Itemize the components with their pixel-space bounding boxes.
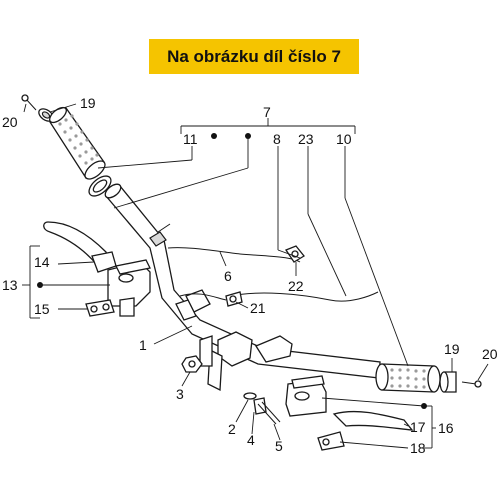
part-19-end-cap-right: [439, 371, 457, 393]
label-1: 1: [139, 337, 147, 353]
label-19-left: 19: [80, 95, 96, 111]
part-2-washer: [243, 392, 257, 400]
label-17: 17: [410, 419, 426, 435]
label-23: 23: [298, 131, 314, 147]
label-19-right: 19: [444, 341, 460, 357]
label-18: 18: [410, 440, 426, 456]
label-8: 8: [273, 131, 281, 147]
label-16: 16: [438, 420, 454, 436]
label-11: 11: [183, 131, 198, 147]
label-13: 13: [2, 277, 18, 293]
part-washer-left: [88, 175, 112, 197]
label-15: 15: [34, 301, 50, 317]
label-10: 10: [336, 131, 352, 147]
part-3-nut: [181, 355, 203, 373]
part-19-end-cap-left: [38, 108, 54, 122]
part-17-right-lever: [332, 410, 414, 431]
highlight-banner: Na obrázku díl číslo 7: [149, 39, 359, 74]
part-16-brake-pump-right: [285, 375, 327, 417]
label-4: 4: [247, 432, 255, 448]
part-20-screw-right: [461, 380, 482, 388]
label-20-right: 20: [482, 346, 498, 362]
label-21: 21: [250, 300, 266, 316]
leader-lines: [22, 103, 489, 449]
part-number-labels: 20 19 7 11 8 23 10 14 13 15 6 22 21 1 3 …: [2, 95, 498, 456]
label-22: 22: [288, 278, 304, 294]
part-18-clamp-right: [317, 431, 345, 451]
banner-text: Na obrázku díl číslo 7: [167, 46, 341, 66]
part-15-clamp-left: [85, 299, 115, 317]
label-5: 5: [275, 438, 283, 454]
label-2: 2: [228, 421, 236, 437]
part-1-handlebar: [104, 183, 381, 392]
label-14: 14: [34, 254, 50, 270]
part-10-right-grip: [375, 363, 441, 393]
part-14-left-lever: [43, 221, 117, 273]
part-11-left-grip: [49, 106, 106, 180]
label-3: 3: [176, 386, 184, 402]
part-13-brake-pump-left: [107, 259, 151, 317]
label-20-left: 20: [2, 114, 18, 130]
part-5-bolt: [257, 401, 281, 425]
part-20-screw-left: [21, 94, 37, 111]
label-7: 7: [263, 104, 271, 120]
label-6: 6: [224, 268, 232, 284]
